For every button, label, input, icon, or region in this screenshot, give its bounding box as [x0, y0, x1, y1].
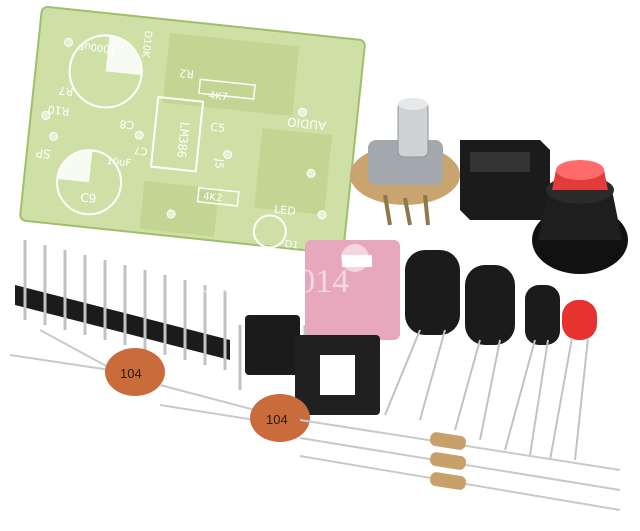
knob-body	[538, 190, 622, 240]
c1-outline	[252, 214, 287, 249]
pin-header-pins	[23, 240, 227, 370]
electrolytic-cap-medium	[465, 265, 515, 345]
silk-j5: J5	[212, 157, 226, 170]
pin-header	[15, 240, 230, 370]
resistor-1	[299, 419, 621, 471]
pot-shaft-top	[398, 98, 428, 110]
c9-polarity-mark	[105, 35, 142, 76]
pin-header-strip	[15, 285, 230, 360]
cap-2-lead	[159, 404, 256, 421]
silk-voltage: 5-12V	[249, 249, 280, 263]
resistor-outline	[196, 186, 240, 207]
electrolytic-cap-large	[405, 250, 460, 335]
silk-c8: C8	[119, 117, 135, 131]
led-leads	[549, 337, 589, 461]
silk-c5: C5	[210, 121, 226, 135]
silk-c9: C9	[80, 190, 97, 206]
cap-polarity-mark	[57, 150, 93, 183]
cap-2-label: 104	[266, 412, 288, 427]
cap-1-body	[105, 348, 165, 396]
silk-c9-value: 1000uF	[78, 39, 117, 54]
electrolytic-caps	[384, 250, 560, 456]
copper-area	[254, 128, 333, 215]
silk-4k7: 4K7	[208, 90, 228, 103]
resistor-2	[299, 437, 621, 491]
silk-r10: R10	[47, 103, 70, 118]
silk-audio: AUDIO	[286, 115, 326, 133]
pcb-board: C9 1000uF R10 D10K R7 C8 C7 C5 LM386 AUD…	[19, 5, 366, 263]
silk-sp: SP	[35, 146, 51, 161]
silk-r7: R7	[58, 84, 74, 98]
copper-area	[139, 181, 220, 237]
silk-c1-value: 10uF	[106, 156, 132, 170]
electrolytic-cap-small	[525, 285, 560, 345]
pot-shaft	[397, 101, 429, 158]
potentiometer	[350, 98, 460, 226]
silk-ic: LM386	[174, 121, 192, 158]
cap-2-body	[250, 394, 310, 442]
silk-c7: C7	[134, 144, 148, 156]
silk-led: LED	[274, 203, 297, 218]
ic-outline	[149, 95, 205, 173]
ic-socket	[295, 335, 380, 415]
resistor-outline	[198, 78, 256, 100]
silk-d1: D1	[284, 239, 299, 251]
cap-1-lead	[9, 354, 111, 371]
ic-socket-cavity	[320, 355, 355, 395]
ic-chip-body	[245, 315, 300, 375]
audio-jack	[305, 240, 400, 340]
audio-jack-latch	[342, 255, 372, 267]
ceramic-cap-1: 104	[9, 329, 165, 396]
knob	[532, 160, 628, 274]
resistors	[299, 419, 621, 511]
cap-2-lead	[159, 384, 256, 411]
pot-pins	[383, 194, 430, 226]
copper-area	[162, 32, 300, 117]
ceramic-cap-2: 104	[159, 384, 310, 442]
solder-pads	[41, 37, 327, 220]
audio-jack-body	[305, 240, 400, 340]
dc-jack-opening	[470, 152, 530, 172]
silk-4k2: 4K2	[203, 191, 223, 204]
red-led	[549, 300, 597, 461]
resistor-3	[299, 455, 621, 511]
silk-r2: R2	[179, 66, 195, 80]
led-body	[562, 300, 597, 340]
silk-d10k: D10K	[139, 30, 153, 58]
electrolytic-leads	[384, 329, 549, 456]
cap-1-label: 104	[120, 366, 142, 381]
dc-jack	[460, 140, 550, 220]
cap-1-lead	[39, 329, 111, 369]
knob-cap-top	[556, 160, 604, 180]
watermark: sunny2014	[200, 263, 349, 300]
